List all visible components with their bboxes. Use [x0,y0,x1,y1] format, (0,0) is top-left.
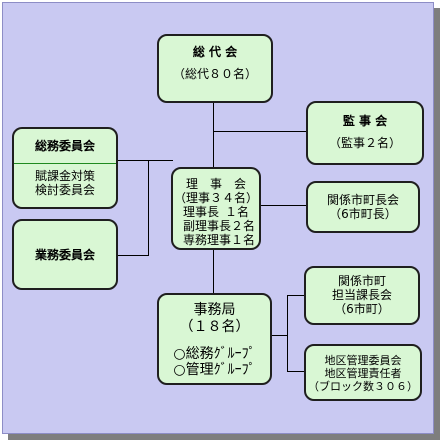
riji-row-vice-chairman-label: 副理事長 [183,219,232,233]
connector-to-chiku [287,371,304,372]
jimukyoku-sub: （１８名） [179,319,250,335]
somu-box: 総務委員会 賦課金対策 検討委員会 [12,127,118,209]
chiku-box: 地区管理委員会 地区管理責任者 （ブロック数３０６） [304,344,422,401]
connector-to-tanto [287,295,304,296]
kankei-box: 関係市町長会 （6市町長） [306,181,420,233]
riji-title: 理 事 会 [185,177,246,191]
riji-row-chairman-count: １名 [224,205,249,219]
kankei-line1: 関係市町長会 [326,193,399,207]
jimukyoku-group1: ○総務ｸﾞﾙｰﾌﾟ [173,346,256,362]
somu-sub-line1: 賦課金対策 [34,169,95,183]
connector-to-kankei [258,205,306,206]
tanto-line2: 担当課長会 [331,288,392,302]
connector-to-somu [117,160,173,161]
chiku-line3: （ブロック数３０６） [308,380,418,393]
riji-row-vice-chairman-count: ２名 [231,219,256,233]
riji-row-executive-count: １名 [231,233,256,247]
kankei-line2: （6市町長） [329,207,397,221]
somu-sub-line2: 検討委員会 [34,183,95,197]
connector-to-gyomu [117,255,149,256]
chiku-line2: 地区管理責任者 [324,367,402,380]
riji-row-chairman: 理事長 １名 [173,205,259,219]
chiku-line1: 地区管理委員会 [324,354,402,367]
jimukyoku-box: 事務局 （１８名） ○総務ｸﾞﾙｰﾌﾟ ○管理ｸﾞﾙｰﾌﾟ [157,293,272,385]
tanto-line3: （6市町） [334,302,390,316]
riji-row-chairman-label: 理事長 [183,205,220,219]
riji-sub: （理事３４名） [173,191,258,205]
connector-right-branch [272,335,288,336]
soudaikai-title: 総 代 会 [192,45,238,59]
tanto-line1: 関係市町 [337,274,386,288]
somu-divider [14,163,116,164]
kanji-box: 監 事 会 （監事２名） [306,101,424,165]
riji-row-executive-label: 専務理事 [183,233,232,247]
somu-title: 総務委員会 [34,139,95,153]
connector-to-kanji [213,131,306,132]
gyomu-box: 業務委員会 [12,219,118,290]
gyomu-title: 業務委員会 [34,248,95,262]
soudaikai-sub: （総代８０名） [172,67,257,81]
soudaikai-box: 総 代 会 （総代８０名） [157,34,273,103]
kanji-title: 監 事 会 [342,114,388,128]
jimukyoku-group2: ○管理ｸﾞﾙｰﾌﾟ [173,362,256,378]
kanji-sub: （監事２名） [328,136,401,150]
tanto-box: 関係市町 担当課長会 （6市町） [304,266,420,325]
jimukyoku-title: 事務局 [193,302,236,318]
connector-left-vertical [148,160,149,255]
connector-right-vertical [287,295,288,371]
